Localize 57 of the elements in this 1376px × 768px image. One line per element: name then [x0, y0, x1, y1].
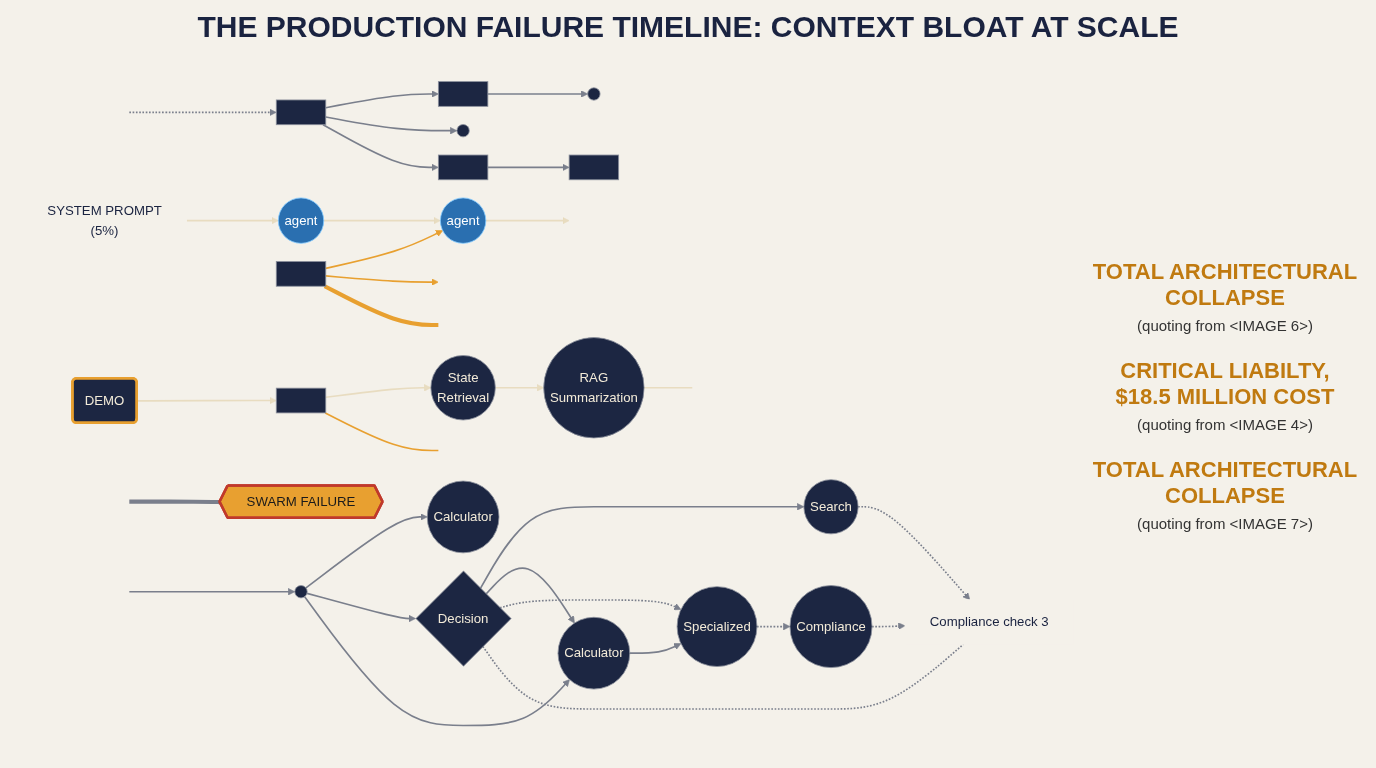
- outcome-heading: CRITICAL LIABILTY, $18.5 MILLION COST: [1114, 357, 1336, 410]
- arrow: [324, 275, 439, 287]
- arrow: [487, 90, 589, 99]
- arrow: [303, 596, 570, 727]
- connector: [323, 284, 439, 328]
- node-circle: State Retrieval: [430, 355, 496, 421]
- arrow: [494, 384, 544, 392]
- arrow: [324, 384, 432, 399]
- arrow: [756, 623, 791, 631]
- node-circle: [456, 124, 470, 138]
- arrow: [322, 124, 439, 172]
- node-circle: [587, 87, 601, 101]
- source-note: (quoting from <IMAGE 4>): [1136, 415, 1314, 433]
- node-circle: [294, 585, 308, 599]
- outcome-heading: TOTAL ARCHITECTURAL COLLAPSE: [1091, 456, 1359, 509]
- arrow: [499, 599, 682, 611]
- arrow: [487, 164, 570, 172]
- arrow: [185, 217, 279, 225]
- node-text: Compliance check 3: [929, 615, 1049, 630]
- arrow: [485, 217, 570, 225]
- arrow: [306, 592, 416, 623]
- node-box: [437, 155, 489, 181]
- source-note: (quoting from <IMAGE 7>): [1136, 514, 1314, 532]
- arrow: [479, 503, 805, 590]
- node-box: [275, 261, 327, 288]
- arrow: [871, 622, 906, 631]
- source-note: (quoting from <IMAGE 6>): [1136, 316, 1314, 334]
- node-circle: Calculator: [557, 617, 631, 690]
- node-box: [275, 388, 327, 414]
- arrow: [322, 217, 441, 225]
- node-circle: RAG Summarization: [543, 337, 645, 439]
- title: THE PRODUCTION FAILURE TIMELINE: CONTEXT BLOAT AT SCALE: [196, 10, 1180, 44]
- arrow: [128, 588, 296, 596]
- arrow: [305, 513, 428, 590]
- outcome-heading: TOTAL ARCHITECTURAL COLLAPSE: [1091, 258, 1359, 311]
- arrow: [136, 397, 277, 405]
- node-circle: Compliance: [789, 585, 873, 669]
- arrow: [628, 643, 682, 655]
- node-circle: agent: [440, 197, 487, 245]
- node-box: [568, 155, 620, 181]
- connector: [324, 412, 440, 452]
- node-circle: Search: [803, 479, 859, 535]
- node-circle: Specialized: [676, 586, 758, 668]
- connector: [482, 643, 965, 711]
- arrow: [128, 109, 277, 117]
- node-box: [275, 100, 327, 126]
- arrow: [324, 230, 444, 270]
- node-text: SYSTEM PROMPT (5%): [47, 203, 162, 238]
- arrow: [485, 567, 575, 624]
- node-circle: agent: [277, 197, 325, 245]
- arrow: [324, 116, 458, 135]
- arrow: [324, 90, 439, 109]
- connector: [129, 500, 220, 505]
- node-circle: Calculator: [426, 481, 500, 554]
- node-box: [437, 81, 489, 108]
- node-diamond: Decision: [415, 571, 512, 667]
- connector: [643, 387, 694, 390]
